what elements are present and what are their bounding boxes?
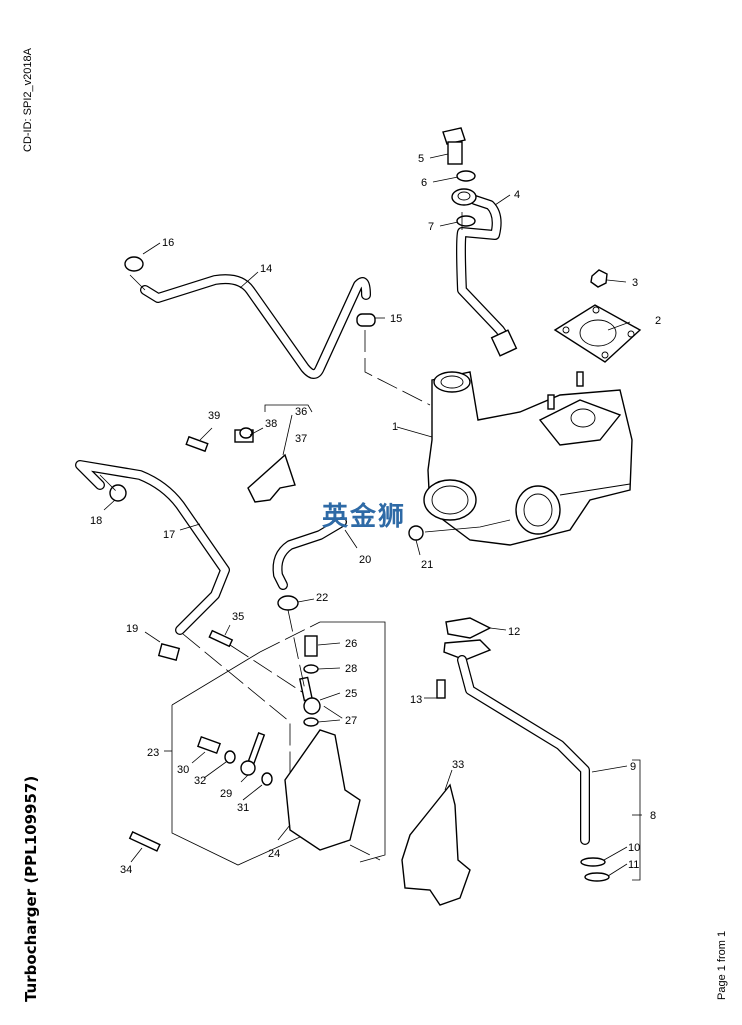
washer-27	[303, 717, 319, 727]
leader-lines	[99, 153, 642, 877]
callout-18: 18	[90, 515, 102, 527]
callout-21: 21	[421, 559, 433, 571]
bolt-34	[128, 831, 161, 852]
callout-29: 29	[220, 788, 232, 800]
callout-38: 38	[265, 418, 277, 430]
callout-12: 12	[508, 626, 520, 638]
callout-7: 7	[428, 221, 434, 233]
callout-22: 22	[316, 592, 328, 604]
callout-36: 36	[295, 406, 307, 418]
callout-19: 19	[126, 623, 138, 635]
callout-10: 10	[628, 842, 640, 854]
clamp-16	[124, 256, 144, 272]
callout-37: 37	[295, 433, 307, 445]
callout-27: 27	[345, 715, 357, 727]
callout-33: 33	[452, 759, 464, 771]
callout-34: 34	[120, 864, 132, 876]
gasket-2	[553, 304, 642, 363]
washer-31	[261, 772, 273, 786]
callout-6: 6	[421, 177, 427, 189]
callout-25: 25	[345, 688, 357, 700]
clamp-22	[277, 595, 299, 611]
callout-labels: 1 2 3 4 5 6 7 8 9 10 11 12 13 14 15 16 1…	[90, 153, 661, 876]
callout-30: 30	[177, 764, 189, 776]
washer-7	[456, 215, 476, 227]
sleeve-19	[157, 643, 181, 661]
callout-23: 23	[147, 747, 159, 759]
callout-35: 35	[232, 611, 244, 623]
oil-feed-pipe-4	[451, 188, 518, 357]
oil-return-assembly	[436, 617, 610, 882]
callout-32: 32	[194, 775, 206, 787]
banjo-pipe-25	[298, 676, 321, 715]
hose-20	[272, 517, 347, 590]
watermark-text: 英金狮	[322, 502, 407, 532]
callout-15: 15	[390, 313, 402, 325]
banjo-bolt-26	[304, 635, 318, 657]
callout-31: 31	[237, 802, 249, 814]
banjo-bolt-5	[442, 127, 466, 165]
callout-5: 5	[418, 153, 424, 165]
banjo-bolt-30	[196, 735, 222, 755]
gasket-33	[401, 783, 471, 906]
hose-14	[140, 274, 371, 379]
callout-20: 20	[359, 554, 371, 566]
banjo-pipe-29	[240, 732, 266, 776]
callout-2: 2	[655, 315, 661, 327]
callout-4: 4	[514, 189, 520, 201]
callout-24: 24	[268, 848, 280, 860]
callout-14: 14	[260, 263, 272, 275]
callout-8: 8	[650, 810, 656, 822]
clamp-21	[408, 525, 424, 541]
washer-28	[303, 664, 319, 674]
washer-32	[224, 750, 236, 764]
bracket-36	[264, 404, 313, 413]
clamp-15	[356, 313, 376, 327]
callout-28: 28	[345, 663, 357, 675]
callout-9: 9	[630, 761, 636, 773]
bracket-assembly-36	[185, 427, 296, 503]
callout-11: 11	[628, 859, 639, 871]
hose-17	[75, 460, 230, 635]
callout-1: 1	[392, 421, 398, 433]
callout-39: 39	[208, 410, 220, 422]
housing-24	[284, 729, 361, 851]
callout-17: 17	[163, 529, 175, 541]
callout-26: 26	[345, 638, 357, 650]
callout-3: 3	[632, 277, 638, 289]
callout-16: 16	[162, 237, 174, 249]
nut-3	[590, 269, 608, 288]
turbocharger-1	[423, 371, 633, 546]
bolt-35	[208, 629, 234, 648]
callout-13: 13	[410, 694, 422, 706]
bracket-8	[632, 759, 641, 881]
washer-6	[456, 170, 476, 182]
